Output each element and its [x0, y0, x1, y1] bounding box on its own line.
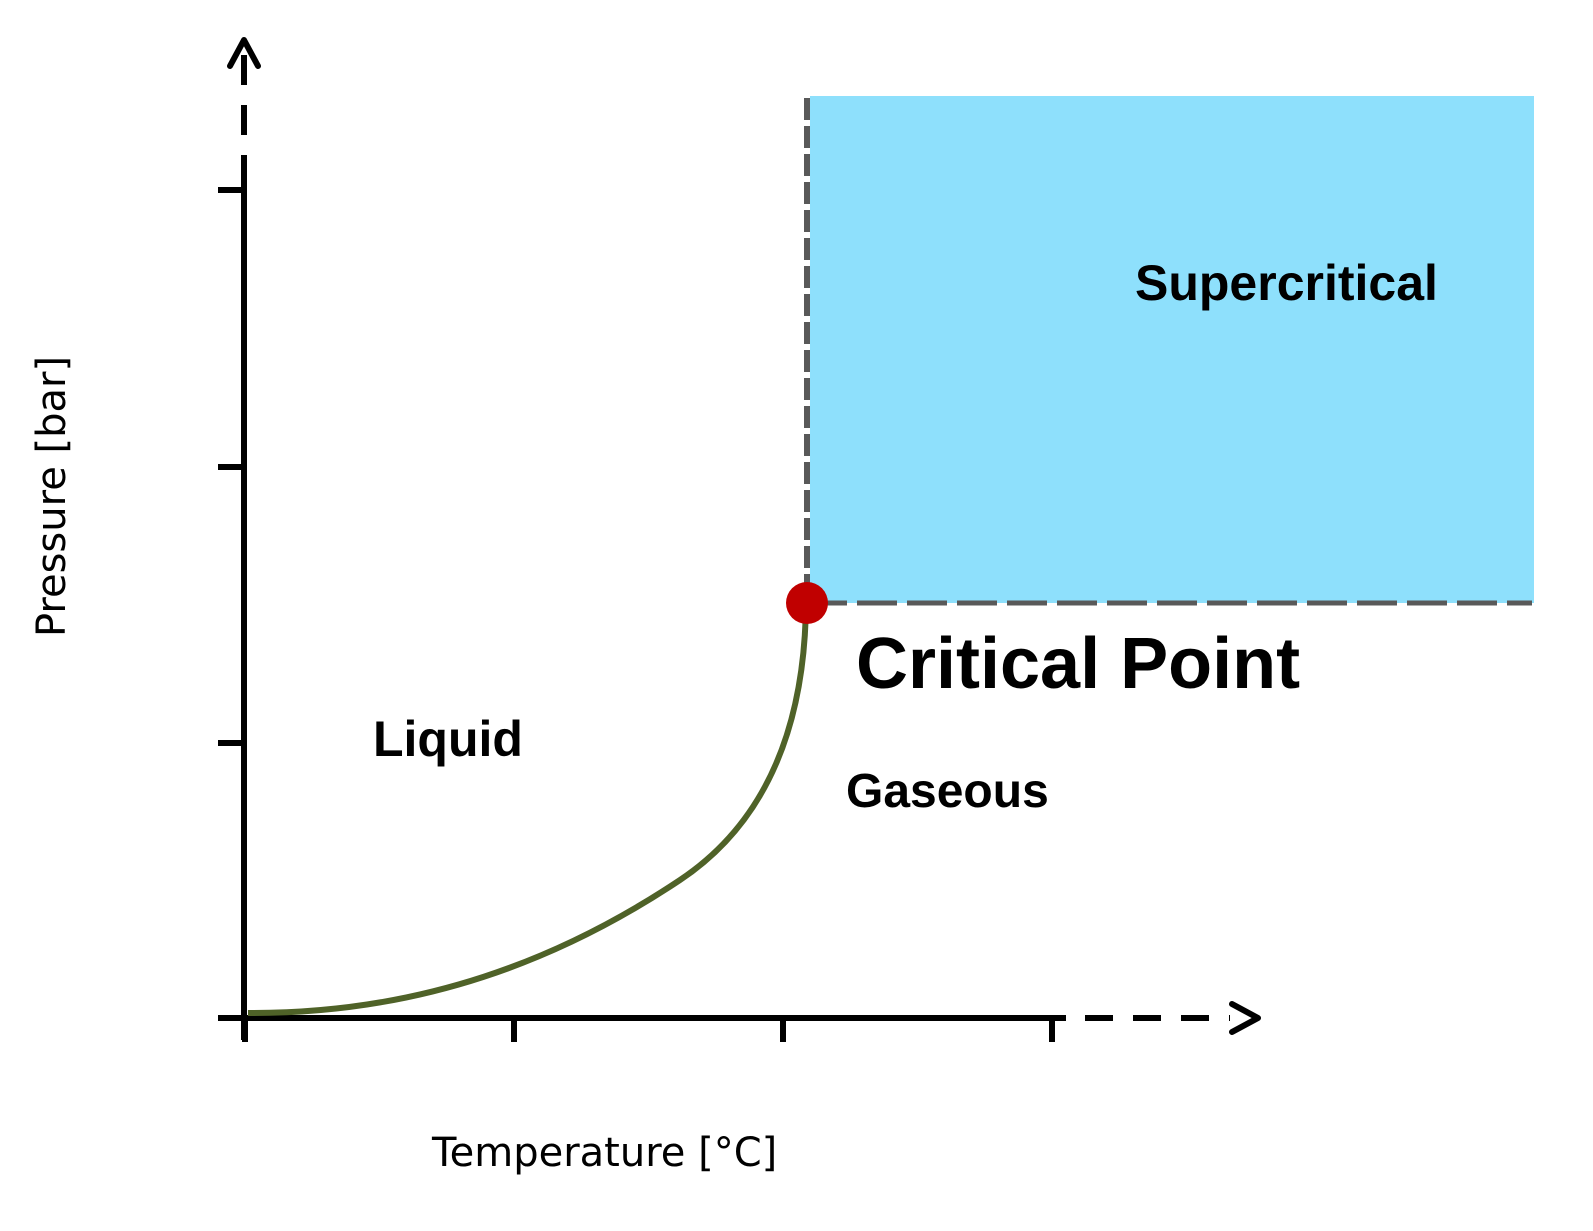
liquid-label: Liquid	[373, 711, 523, 767]
x-axis-arrow-icon	[1229, 1001, 1261, 1035]
x-axis-label: Temperature [°C]	[431, 1130, 777, 1176]
phase-boundary-curve	[247, 602, 809, 1017]
y-axis-label: Pressure [bar]	[29, 356, 75, 637]
critical-point-label: Critical Point	[856, 624, 1300, 704]
supercritical-region	[810, 96, 1534, 603]
gaseous-label: Gaseous	[846, 765, 1049, 818]
critical-point-marker	[786, 582, 828, 624]
supercritical-label: Supercritical	[1135, 255, 1438, 311]
y-axis-arrow-icon	[227, 37, 261, 69]
